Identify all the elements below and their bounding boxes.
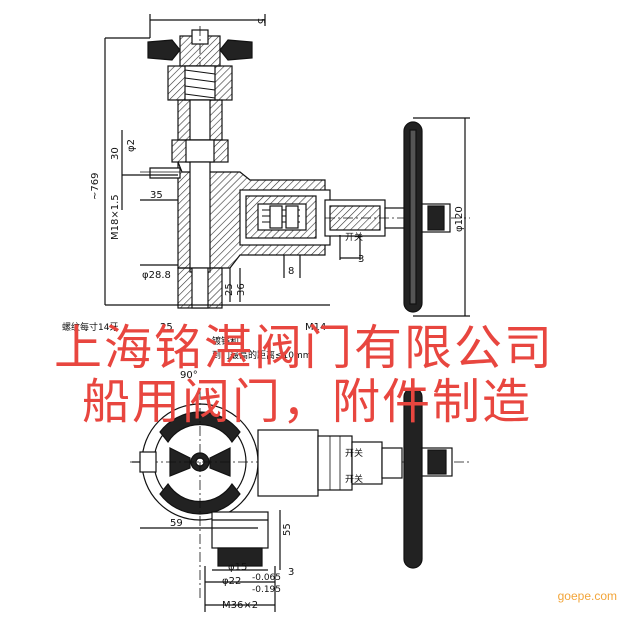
- thread-note: 螺纹每寸14牙: [62, 321, 118, 333]
- label-kaiguan-1: 开关: [345, 231, 363, 243]
- dim-m18: M18×1.5: [110, 194, 121, 240]
- tol-lower: -0.195: [252, 585, 281, 595]
- dimension-labels: 5 ~769 30 φ2 M18×1.5 35 φ28.8 25 36 8 3 …: [62, 18, 465, 611]
- dim-phi15: φ15: [228, 562, 247, 573]
- dim-25a: 25: [224, 283, 235, 296]
- dim-55: 55: [282, 523, 293, 536]
- dim-phi28-8: φ28.8: [142, 270, 171, 281]
- dim-3b: 3: [288, 567, 294, 578]
- dim-35: 35: [150, 190, 163, 201]
- dim-m36: M36×2: [222, 600, 258, 611]
- site-watermark: goepe.com: [557, 589, 617, 603]
- dim-5: 5: [255, 18, 266, 24]
- note-chrome: 镀铬和: [212, 335, 239, 347]
- dim-36: 36: [236, 283, 247, 296]
- dim-phi22: φ22: [222, 576, 241, 587]
- note-distance: 到门最高的距离≤10mm: [212, 349, 312, 361]
- top-section-view: [104, 14, 470, 317]
- dim-3a: 3: [358, 254, 364, 265]
- dim-phi120: φ120: [454, 206, 465, 232]
- label-kaiguan-3: 开关: [345, 473, 363, 485]
- dim-30: 30: [110, 147, 121, 160]
- dim-90-deg: 90°: [180, 370, 198, 381]
- label-kaiguan-2: 开关: [345, 447, 363, 459]
- watermark-company: 上海铭湛阀门有限公司: [54, 320, 555, 376]
- dim-8: 8: [288, 266, 294, 277]
- dim-m14: M14: [305, 322, 326, 333]
- tol-upper: -0.065: [252, 573, 281, 583]
- dim-59: 59: [170, 518, 183, 529]
- dim-769: ~769: [90, 173, 101, 200]
- watermark-slogan: 船用阀门，附件制造: [82, 374, 533, 430]
- dim-25b: 25: [160, 322, 173, 333]
- bottom-plan-view: [130, 387, 470, 612]
- dim-phi2: φ2: [126, 139, 137, 152]
